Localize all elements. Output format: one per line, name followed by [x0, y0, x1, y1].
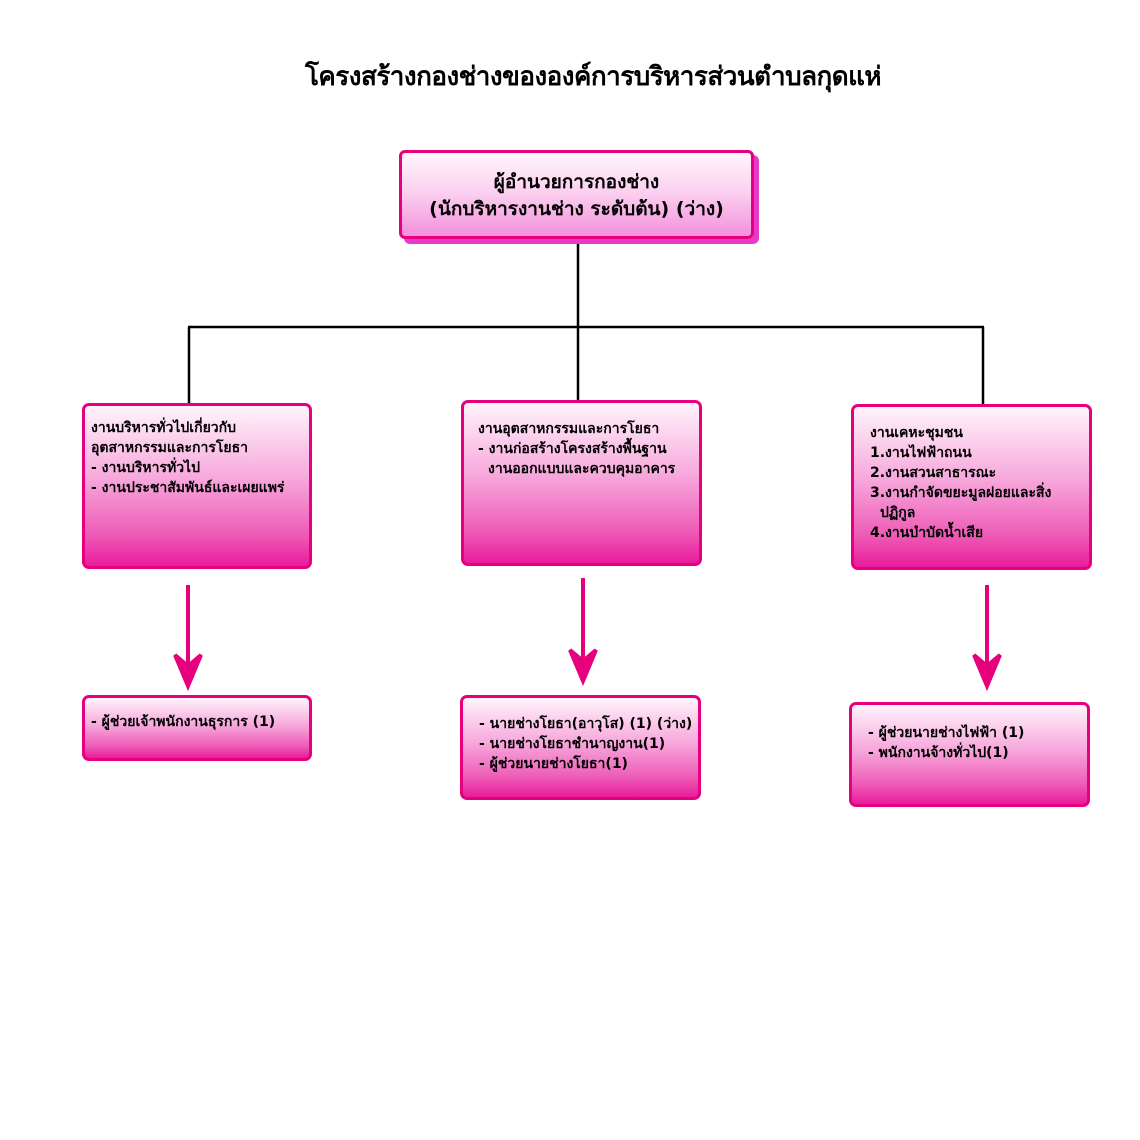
unit-text: - งานบริหารทั่วไป: [91, 460, 200, 476]
chart-title: โครงสร้างกองช่างขององค์การบริหารส่วนตำบล…: [304, 62, 882, 92]
unit-text: งานบริหารทั่วไปเกี่ยวกับ: [91, 420, 236, 436]
unit-box-public-works: งานอุตสาหกรรมและการโยธา - งานก่อสร้างโคร…: [461, 400, 702, 566]
unit-text: อุตสาหกรรมและการโยธา: [91, 440, 248, 456]
staff-text: - นายช่างโยธาชำนาญงาน(1): [479, 736, 666, 752]
staff-box-general-admin: - ผู้ช่วยเจ้าพนักงานธุรการ (1): [82, 695, 312, 761]
unit-text: งานเคหะชุมชน: [870, 425, 963, 441]
staff-text: - พนักงานจ้างทั่วไป(1): [868, 745, 1009, 761]
arrow-right-head: [972, 653, 1002, 692]
director-title: ผู้อำนวยการกองช่าง: [493, 171, 660, 193]
unit-text: - งานก่อสร้างโครงสร้างพื้นฐาน: [478, 441, 667, 457]
unit-text: - งานประชาสัมพันธ์และเผยแพร่: [91, 480, 285, 496]
staff-text: - ผู้ช่วยเจ้าพนักงานธุรการ (1): [91, 714, 276, 730]
unit-text: 4.งานบำบัดน้ำเสีย: [870, 525, 984, 541]
unit-box-housing: งานเคหะชุมชน 1.งานไฟฟ้าถนน 2.งานสวนสาธาร…: [851, 404, 1092, 570]
unit-text: ปฏิกูล: [880, 505, 916, 521]
staff-box-public-works: - นายช่างโยธา(อาวุโส) (1) (ว่าง) - นายช่…: [460, 695, 701, 800]
unit-text: งานออกแบบและควบคุมอาคาร: [488, 461, 676, 477]
director-box: ผู้อำนวยการกองช่าง (นักบริหารงานช่าง ระด…: [399, 150, 754, 239]
staff-text: - นายช่างโยธา(อาวุโส) (1) (ว่าง): [479, 716, 693, 732]
staff-text: - ผู้ช่วยนายช่างไฟฟ้า (1): [868, 725, 1025, 741]
unit-box-general-admin: งานบริหารทั่วไปเกี่ยวกับ อุตสาหกรรมและกา…: [82, 403, 312, 569]
arrow-middle-head: [568, 648, 598, 687]
unit-text: 1.งานไฟฟ้าถนน: [870, 445, 972, 461]
director-subtitle: (นักบริหารงานช่าง ระดับต้น) (ว่าง): [429, 198, 724, 220]
unit-text: 2.งานสวนสาธารณะ: [870, 465, 997, 481]
staff-box-housing: - ผู้ช่วยนายช่างไฟฟ้า (1) - พนักงานจ้างท…: [849, 702, 1090, 807]
unit-text: 3.งานกำจัดขยะมูลฝอยและสิ่ง: [870, 485, 1052, 501]
arrow-left-head: [173, 653, 203, 692]
staff-text: - ผู้ช่วยนายช่างโยธา(1): [479, 756, 628, 772]
unit-text: งานอุตสาหกรรมและการโยธา: [478, 421, 660, 437]
